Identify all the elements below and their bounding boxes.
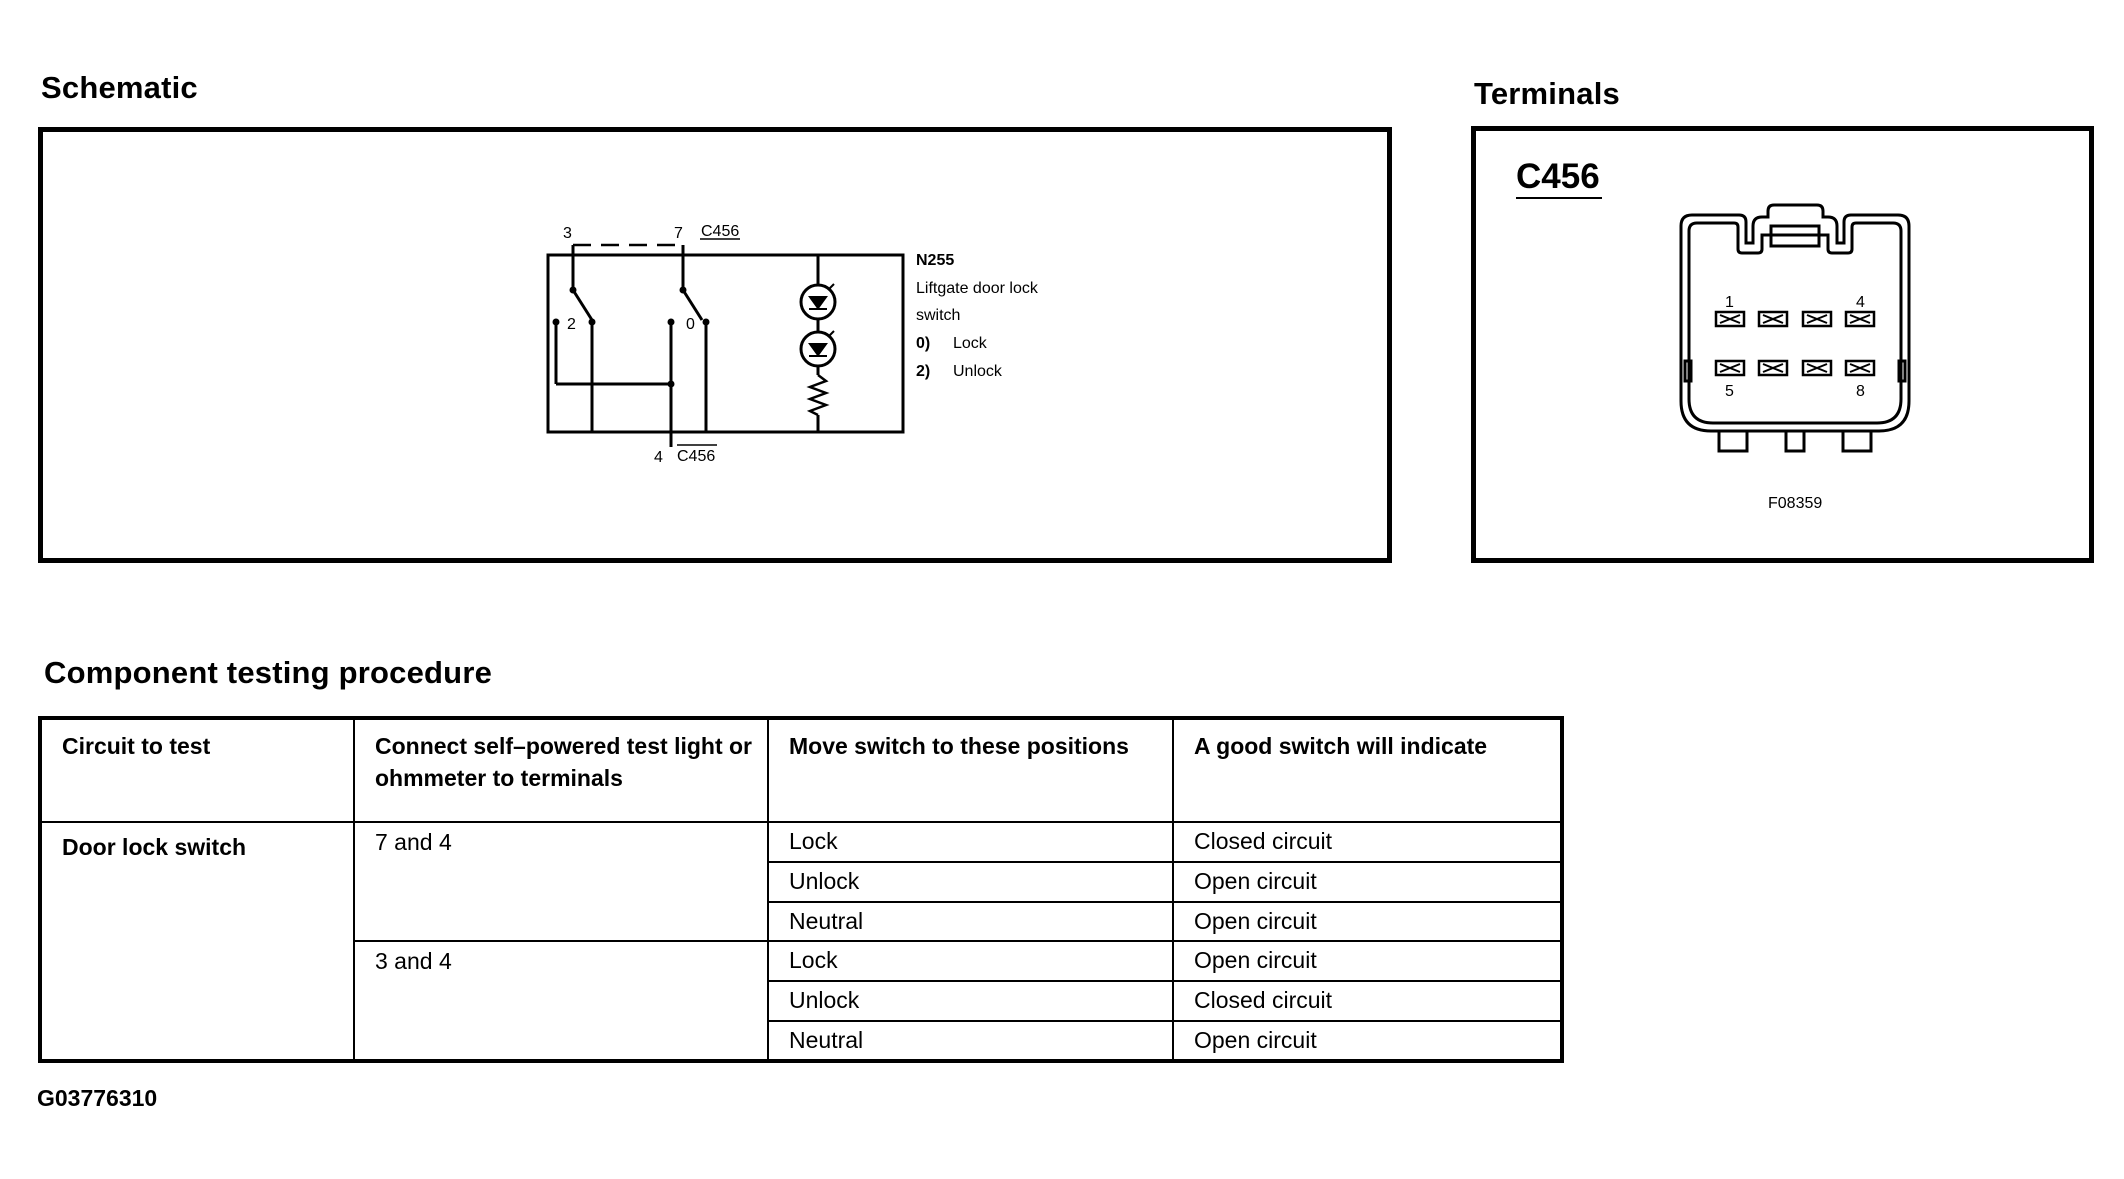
figure-code: F08359 [1768,495,1822,512]
pin-4-label: 4 [1856,294,1865,311]
resistor [806,374,830,417]
terminals-cell: 7 and 4 [353,820,769,943]
result-cell: Open circuit [1172,900,1563,943]
table-row: Unlock Closed circuit [40,980,1563,1023]
pin-7-label: 7 [674,225,683,242]
table-row: Neutral Open circuit [40,1020,1563,1062]
table-row: Neutral Open circuit [40,900,1563,943]
position-cell: Neutral [767,900,1174,943]
schematic-diagram: 3 7 C456 2 0 4 C456 N255 Liftgate door l… [546,223,1039,466]
schematic-panel: 3 7 C456 2 0 4 C456 N255 Liftgate door l… [38,127,1392,563]
switch-blade-2 [681,289,704,321]
table-row: Unlock Open circuit [40,860,1563,903]
procedure-title: Component testing procedure [44,655,493,690]
terminals-panel: C456 [1471,126,2094,563]
header-terminals: Connect self–powered test light or ohmme… [353,717,769,823]
position-cell: Lock [767,940,1174,983]
header-circuit: Circuit to test [39,717,355,823]
result-cell: Closed circuit [1172,980,1563,1023]
switch-housing [546,253,905,434]
pin-3-label: 3 [563,225,572,242]
connector-top-label: C456 [701,223,739,240]
pin-1-label: 1 [1725,294,1734,311]
connector-body [1679,203,1911,453]
terminal-cavities [1714,310,1876,377]
cavity-row-top [1714,310,1876,328]
cavity-row-bottom [1714,359,1876,377]
result-cell: Open circuit [1172,1020,1563,1062]
result-cell: Open circuit [1172,940,1563,983]
position-cell: Neutral [767,1020,1174,1062]
header-positions: Move switch to these positions [767,717,1174,823]
result-cell: Open circuit [1172,860,1563,903]
component-name-line2: switch [916,307,960,324]
legend-2-value: Unlock [953,363,1003,380]
position-cell: Unlock [767,980,1174,1023]
position-cell: Unlock [767,860,1174,903]
connector-label: C456 [1516,157,1600,196]
pin-5-label: 5 [1725,383,1734,400]
header-result: A good switch will indicate [1172,717,1563,823]
terminals-title: Terminals [1474,76,1620,111]
legend-2-key: 2) [916,363,930,380]
procedure-table: Circuit to test Connect self–powered tes… [38,716,1564,1063]
component-name-line1: Liftgate door lock [916,280,1039,297]
pin-8-label: 8 [1856,383,1865,400]
component-id: N255 [916,252,954,269]
result-cell: Closed circuit [1172,821,1563,863]
connector-face-diagram: C456 [1516,157,1911,512]
figure-id: G03776310 [37,1085,158,1111]
connector-bottom-label: C456 [677,448,715,465]
legend-0-value: Lock [953,335,988,352]
table-row: Door lock switch 7 and 4 Lock Closed cir… [39,820,1563,1062]
pin-4-label: 4 [654,449,663,466]
switch-blade-1 [571,289,594,321]
legend-0-key: 0) [916,335,930,352]
table-row: 3 and 4 Lock Open circuit [40,940,1563,1062]
position-2-label: 2 [567,316,576,333]
position-cell: Lock [767,821,1174,863]
position-0-label: 0 [686,316,695,333]
terminals-cell: 3 and 4 [353,940,769,1062]
schematic-title: Schematic [41,70,198,105]
circuit-cell: Door lock switch [39,821,355,1062]
table-header-row: Circuit to test Connect self–powered tes… [39,717,1563,823]
